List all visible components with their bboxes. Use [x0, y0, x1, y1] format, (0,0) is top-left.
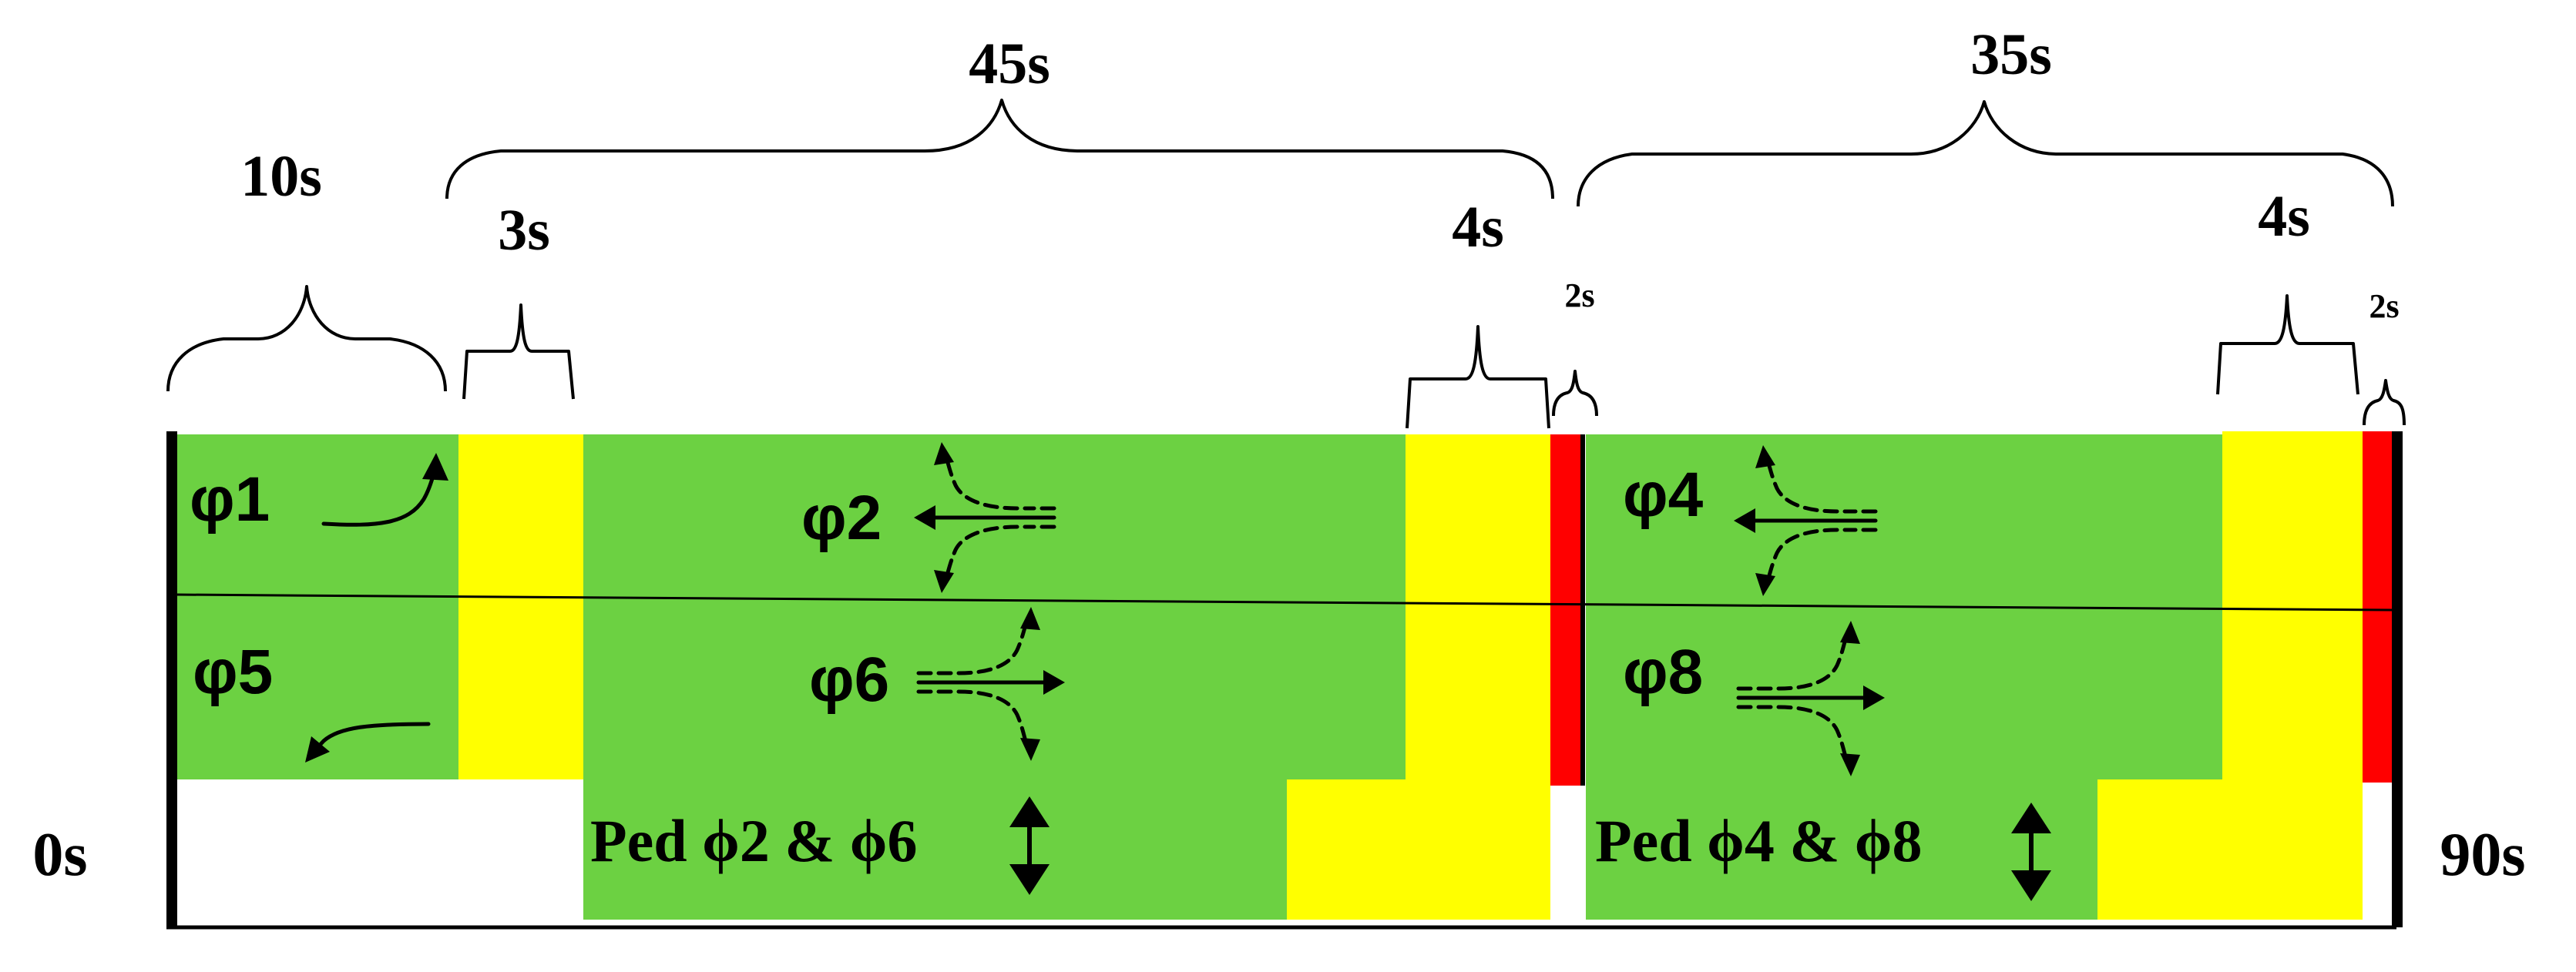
phase4-8-yellow-block [2222, 431, 2363, 920]
ped-a-yellow-block [1287, 779, 1406, 920]
ped-a-label: Ped ϕ2 & ϕ6 [590, 807, 917, 874]
brace-3s [462, 303, 575, 400]
brace-35s [1577, 100, 2394, 207]
through-and-turn-arrows-icon [916, 607, 1065, 761]
brace-2s-b [2363, 379, 2406, 426]
phase1-5-yellow-block [458, 434, 583, 779]
left-turn-arrow-icon [305, 722, 431, 763]
double-headed-arrow-icon [1009, 796, 1050, 895]
brace-4s-b [2216, 294, 2359, 395]
phase4-label: φ4 [1623, 460, 1704, 530]
end-line [2392, 431, 2403, 927]
through-and-turn-arrows-icon [1736, 621, 1885, 776]
barrier-line [1580, 434, 1585, 786]
duration-4s-b-label: 4s [2258, 184, 2310, 249]
duration-45s-label: 45s [969, 32, 1050, 96]
phase2-6-yellow-block [1406, 434, 1550, 920]
brace-4s-a [1406, 325, 1550, 429]
phase-labels: φ1 φ5 φ2 φ6 φ4 φ8 [190, 460, 1704, 715]
phase2-label: φ2 [801, 483, 882, 553]
phase2-6-red-block [1550, 434, 1584, 786]
ring-divider [175, 593, 2393, 612]
brace-2s-a [1552, 370, 1598, 417]
frame-lines [166, 431, 2403, 930]
left-turn-arrow-icon [321, 453, 448, 527]
phase1-label: φ1 [190, 464, 270, 535]
phase5-label: φ5 [193, 637, 273, 707]
phase-blocks [176, 431, 2392, 920]
double-headed-arrow-icon [2011, 803, 2051, 901]
ped-b-yellow-block [2097, 779, 2222, 920]
time-end-label: 90s [2440, 821, 2525, 889]
duration-2s-b-label: 2s [2369, 287, 2399, 325]
phase8-label: φ8 [1623, 637, 1703, 707]
phase4-8-red-block [2363, 431, 2392, 783]
duration-35s-label: 35s [1970, 22, 2052, 87]
through-and-turn-arrows-icon [1734, 445, 1878, 596]
brace-10s [166, 285, 447, 392]
pedestrian-labels: Ped ϕ2 & ϕ6 Ped ϕ4 & ϕ8 [590, 807, 1922, 874]
phase2-6-green-block [583, 434, 1406, 920]
time-start-label: 0s [32, 821, 87, 889]
duration-braces [166, 99, 2406, 429]
duration-4s-a-label: 4s [1452, 195, 1504, 260]
through-and-turn-arrows-icon [914, 442, 1056, 593]
duration-3s-label: 3s [498, 198, 550, 263]
start-line [166, 431, 177, 927]
phase6-label: φ6 [809, 645, 889, 715]
ped-b-label: Ped ϕ4 & ϕ8 [1595, 807, 1922, 874]
time-labels: 10s 45s 35s 3s 4s 2s 4s 2s 0s 90s [32, 22, 2525, 889]
phase1-5-green-block [176, 434, 458, 779]
duration-10s-label: 10s [240, 144, 322, 209]
brace-45s [445, 99, 1554, 199]
duration-2s-a-label: 2s [1564, 277, 1594, 314]
